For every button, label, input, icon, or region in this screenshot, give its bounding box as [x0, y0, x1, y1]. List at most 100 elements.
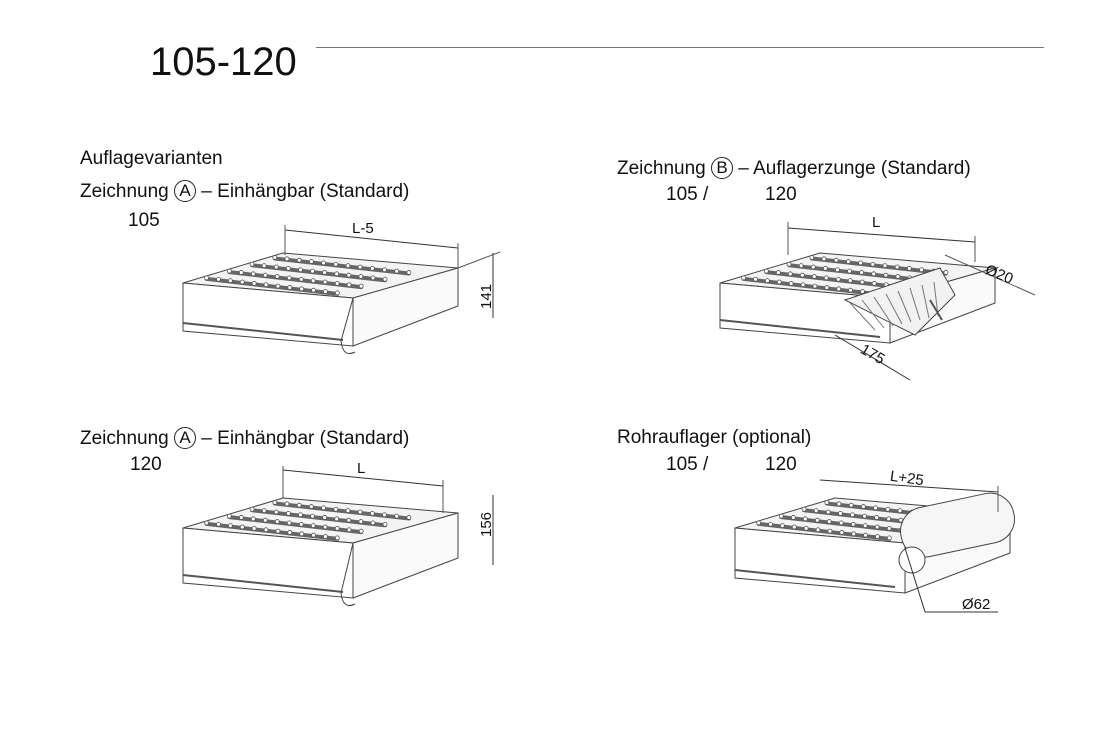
grip-stud — [839, 530, 845, 535]
grip-stud — [334, 535, 340, 541]
grip-stud — [882, 263, 888, 269]
grip-stud — [764, 278, 770, 284]
heading-suffix: – Einhängbar (Standard) — [201, 181, 410, 202]
grip-stud — [810, 264, 816, 270]
section-heading: Auflagevarianten — [80, 148, 223, 169]
grip-stud — [273, 264, 279, 270]
grip-stud — [382, 276, 388, 282]
grip-stud — [226, 268, 232, 274]
grip-stud — [357, 264, 363, 270]
grip-stud — [308, 504, 314, 509]
grip-stud — [310, 278, 316, 284]
grip-stud — [885, 506, 891, 512]
grip-stud — [370, 520, 376, 526]
tongue-rib — [849, 302, 876, 331]
drawing-badge: A — [174, 180, 197, 202]
dim-ext — [944, 254, 1036, 296]
grip-stud — [775, 270, 781, 275]
grip-stud — [825, 509, 831, 515]
grip-stud — [296, 257, 302, 263]
grip-stud — [837, 510, 843, 516]
dim-length: L-5 — [352, 220, 374, 237]
grip-stud — [298, 276, 304, 282]
grip-stud — [801, 506, 807, 512]
grip-stud — [835, 276, 841, 282]
panel-a120-heading: Zeichnung A – Einhängbar (Standard) — [80, 427, 409, 450]
dim-line — [787, 227, 976, 243]
grip-stud — [345, 508, 351, 514]
dim-height: 156 — [478, 511, 496, 538]
heading-prefix: Zeichnung — [80, 428, 169, 449]
grip-stud — [753, 276, 758, 282]
panel-a120-models: 120 — [130, 454, 162, 475]
grip-stud — [406, 515, 412, 520]
panel-pipe-heading: Rohrauflager (optional) — [617, 427, 812, 448]
grip-stud — [298, 521, 304, 527]
grip-stud — [768, 521, 773, 527]
grip-stud — [226, 513, 232, 519]
grip-stud — [345, 263, 351, 269]
tongue-rib — [873, 296, 894, 327]
hook-profile — [340, 297, 356, 355]
grip-stud — [204, 275, 210, 281]
grip-stud — [809, 255, 815, 260]
dim-length: L — [357, 460, 366, 477]
grip-stud — [310, 523, 316, 529]
grip-stud — [895, 274, 901, 279]
grip-stud — [238, 515, 244, 520]
grip-stud — [250, 271, 256, 277]
grip-stud — [321, 260, 326, 266]
grip-stud — [321, 505, 326, 511]
tongue-rib — [861, 299, 885, 329]
grip-stud — [787, 271, 793, 277]
grip-stud — [285, 265, 291, 271]
grip-stud — [851, 531, 857, 537]
dim-line — [282, 469, 444, 487]
grip-stud — [311, 532, 316, 538]
grip-stud — [334, 516, 340, 522]
grip-stud — [406, 270, 412, 275]
grip-stud — [369, 510, 375, 516]
grip-stud — [334, 290, 340, 296]
grip-stud — [310, 268, 315, 274]
grip-stud — [250, 516, 256, 522]
grip-stud — [799, 272, 805, 278]
grip-stud — [274, 519, 280, 524]
grip-stud — [778, 513, 784, 519]
grip-stud — [370, 275, 376, 281]
grip-stud — [369, 265, 375, 271]
grip-stud — [273, 509, 279, 515]
grip-stud — [848, 502, 854, 508]
grip-stud — [251, 280, 257, 286]
grip-stud — [803, 525, 809, 531]
grip-stud — [875, 534, 880, 539]
title-rule — [316, 47, 1044, 48]
grip-stud — [919, 267, 924, 273]
grip-stud — [298, 512, 303, 518]
grip-stud — [357, 509, 363, 515]
grip-stud — [886, 535, 892, 541]
grip-stud — [216, 276, 221, 282]
grip-stud — [382, 267, 387, 273]
grip-stud — [346, 517, 352, 523]
grip-stud — [860, 289, 865, 294]
grip-stud — [275, 528, 281, 534]
tread-lower-lip — [182, 574, 344, 593]
grip-stud — [874, 515, 880, 520]
grip-stud — [811, 274, 817, 279]
grip-stud — [311, 287, 316, 293]
grip-stud — [874, 524, 880, 530]
grip-stud — [358, 519, 364, 524]
grip-stud — [333, 506, 339, 512]
grip-stud — [299, 531, 305, 537]
grip-stud — [261, 508, 267, 514]
grip-stud — [741, 275, 747, 281]
dim-line — [819, 479, 999, 493]
grip-stud — [322, 524, 328, 530]
grip-stud — [850, 521, 856, 527]
grip-stud — [886, 516, 892, 522]
heading-suffix: – Auflagerzunge (Standard) — [738, 158, 971, 179]
grip-stud — [827, 528, 833, 534]
grip-stud — [308, 259, 314, 264]
